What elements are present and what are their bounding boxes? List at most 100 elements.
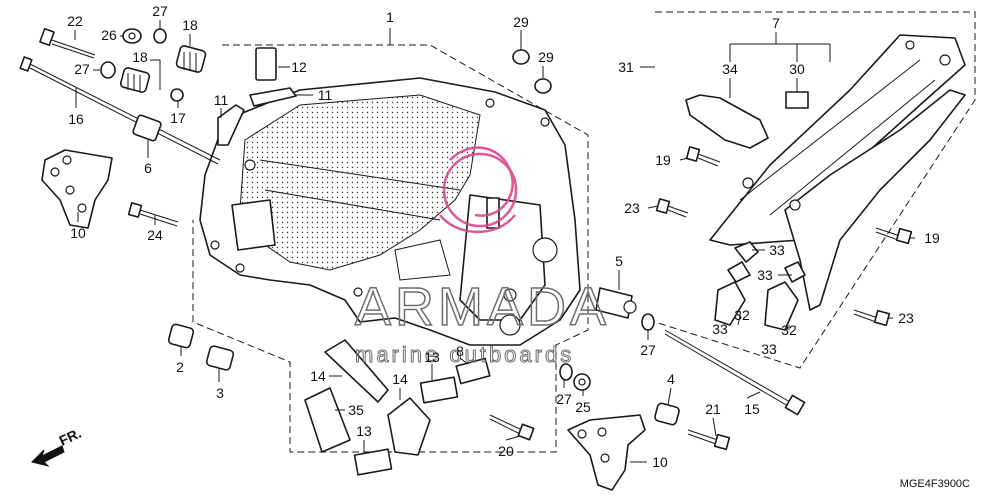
callout-14-lower: 14 — [392, 371, 408, 387]
long-bolt-15 — [664, 329, 806, 416]
callout-33-middle: 33 — [757, 267, 773, 283]
callout-10-right: 10 — [652, 454, 668, 470]
washer-27-left — [100, 61, 116, 79]
pad-11-right — [249, 87, 297, 107]
callout-2: 2 — [176, 359, 184, 375]
callout-32-left: 32 — [734, 307, 750, 323]
callout-4: 4 — [667, 371, 675, 387]
callout-27-bottom: 27 — [556, 391, 572, 407]
callout-31: 31 — [618, 59, 634, 75]
nut-26 — [122, 28, 142, 44]
front-label: FR. — [57, 425, 84, 449]
callout-18-upper: 18 — [182, 17, 198, 33]
callout-3: 3 — [216, 385, 224, 401]
callout-15: 15 — [744, 401, 760, 417]
callout-21: 21 — [705, 401, 721, 417]
callout-24: 24 — [147, 227, 163, 243]
callout-33-top: 33 — [769, 242, 785, 258]
bolt-23-lower — [853, 309, 891, 327]
bolt-24 — [127, 202, 179, 227]
callout-1: 1 — [386, 9, 394, 25]
callout-27-right: 27 — [640, 342, 656, 358]
sub-frame — [709, 34, 966, 311]
callout-27-upper: 27 — [152, 3, 168, 19]
front-arrow-icon — [31, 445, 65, 467]
callout-11-left: 11 — [214, 92, 229, 108]
pad-14-lower — [387, 397, 431, 456]
callout-20: 20 — [498, 443, 514, 459]
callout-35: 35 — [348, 402, 364, 418]
callout-12: 12 — [291, 59, 307, 75]
collar-18-upper — [175, 45, 207, 73]
pad-12 — [255, 47, 277, 81]
collar-3 — [205, 345, 235, 371]
callout-19-lower: 19 — [924, 230, 940, 246]
pad-8 — [455, 357, 491, 385]
washer-27-bottom — [559, 363, 573, 381]
callout-29-lower: 29 — [538, 49, 554, 65]
nut-29-upper — [512, 49, 530, 65]
subframe-group-outline — [640, 11, 976, 369]
callout-23-upper: 23 — [624, 200, 640, 216]
engine-bracket-10-left — [41, 149, 113, 229]
callout-23-lower: 23 — [898, 310, 914, 326]
front-direction-indicator: FR. — [31, 425, 84, 467]
leader-lines — [74, 20, 915, 463]
callout-16: 16 — [68, 111, 84, 127]
callout-10-left: 10 — [70, 225, 86, 241]
main-frame-group-outline — [192, 28, 589, 453]
pad-13-lower — [353, 448, 393, 476]
callout-5: 5 — [615, 253, 623, 269]
bolt-23-upper — [655, 198, 689, 218]
callout-13-lower: 13 — [356, 423, 372, 439]
pad-35 — [304, 387, 351, 453]
callout-18-lower: 18 — [132, 49, 148, 65]
callout-7: 7 — [772, 15, 780, 31]
callout-29-upper: 29 — [513, 14, 529, 30]
callout-labels: 1 2 3 4 5 6 7 8 10 10 11 11 12 13 13 14 … — [67, 3, 940, 470]
bolt-19-lower — [875, 227, 913, 245]
bolt-19-upper — [685, 146, 721, 167]
watermark-tagline: marine outboards — [355, 342, 574, 367]
collar-6 — [132, 114, 162, 142]
callout-13-upper: 13 — [424, 349, 440, 365]
callout-26: 26 — [101, 27, 117, 43]
callout-27-left: 27 — [74, 61, 90, 77]
callout-14-upper: 14 — [310, 368, 326, 384]
callout-8: 8 — [456, 343, 464, 359]
bolt-20 — [489, 414, 535, 441]
callout-34: 34 — [722, 61, 738, 77]
collar-4 — [654, 402, 680, 426]
pads-32-33-group — [714, 241, 806, 331]
plate-34 — [685, 94, 769, 149]
main-frame — [199, 77, 581, 346]
pad-11-left — [217, 104, 245, 146]
long-bolt-16 — [19, 56, 221, 165]
pad-13-upper — [419, 376, 459, 404]
nut-29-lower — [534, 78, 552, 94]
pad-30 — [785, 91, 809, 109]
callout-17: 17 — [170, 110, 186, 126]
collar-2 — [167, 323, 195, 349]
bolt-22 — [39, 27, 96, 59]
nut-25 — [573, 373, 591, 391]
callout-32-right: 32 — [781, 322, 797, 338]
diagram-code: MGE4F3900C — [900, 478, 970, 490]
callout-33-left: 33 — [712, 321, 728, 337]
watermark-name: ARMADA — [355, 277, 610, 337]
callout-11-right: 11 — [318, 87, 333, 103]
callout-22: 22 — [67, 13, 83, 29]
bolt-21 — [687, 429, 731, 451]
watermark-logo — [439, 146, 518, 234]
callout-19-upper: 19 — [655, 152, 671, 168]
washer-17 — [170, 88, 184, 102]
callout-30: 30 — [789, 61, 805, 77]
washer-27-upper — [153, 28, 167, 44]
collar-18-lower — [119, 67, 151, 93]
callout-33-bottom: 33 — [761, 341, 777, 357]
callout-6: 6 — [144, 160, 152, 176]
pad-14-upper — [324, 339, 389, 403]
engine-bracket-10-right — [567, 414, 646, 491]
washer-27-right — [641, 313, 655, 331]
